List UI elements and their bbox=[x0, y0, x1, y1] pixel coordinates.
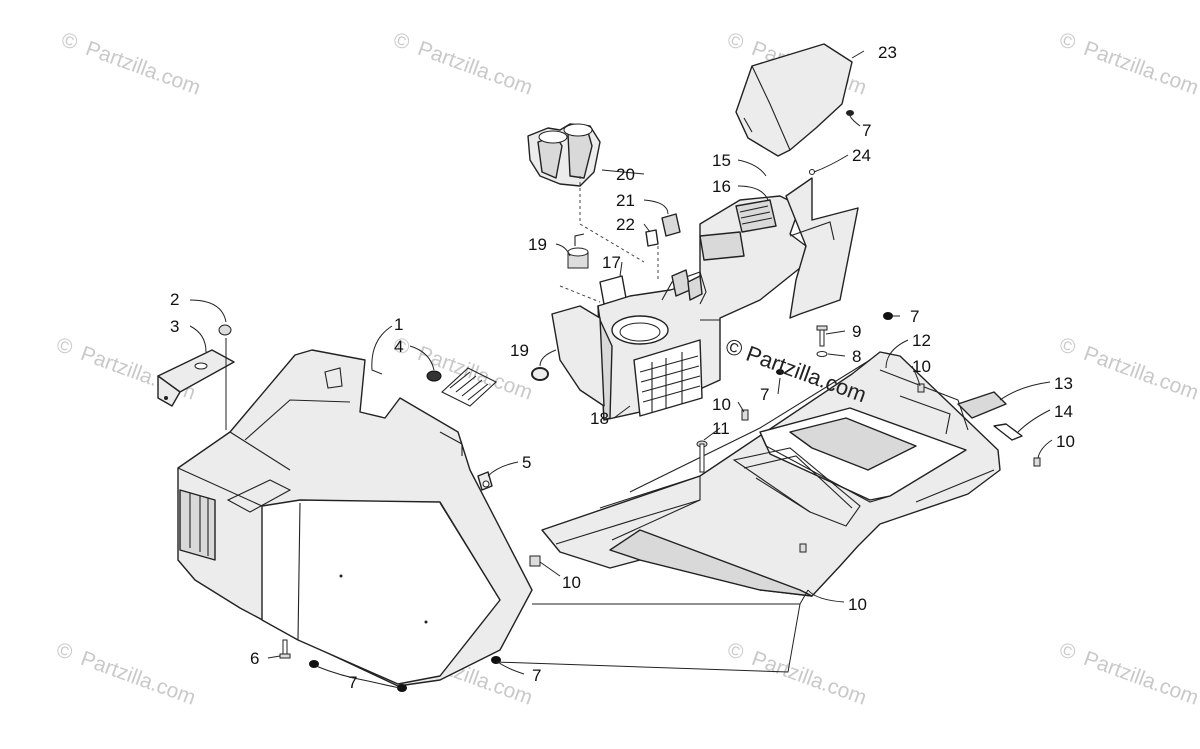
callout-17: 17 bbox=[602, 253, 621, 272]
part-switch-21 bbox=[661, 213, 681, 237]
callout-labels: 1 2 3 4 5 6 7 7 7 7 7 7 8 9 10 10 10 10 … bbox=[170, 43, 1075, 692]
part-decal bbox=[441, 367, 497, 407]
copyright-symbol: © bbox=[724, 638, 747, 665]
watermark-item: © Partzilla.com bbox=[1056, 333, 1200, 405]
callout-12: 12 bbox=[912, 331, 931, 350]
part-screw-24 bbox=[809, 169, 815, 175]
callout-4: 4 bbox=[394, 337, 403, 356]
callout-21: 21 bbox=[616, 191, 635, 210]
callout-9: 9 bbox=[852, 322, 861, 341]
copyright-symbol: © bbox=[1056, 333, 1079, 360]
watermark-text: Partzilla.com bbox=[415, 37, 536, 100]
copyright-symbol: © bbox=[1056, 28, 1079, 55]
callout-10-d: 10 bbox=[1056, 432, 1075, 451]
watermark-item: © Partzilla.com bbox=[390, 28, 535, 100]
callout-6: 6 bbox=[250, 649, 259, 668]
callout-14: 14 bbox=[1054, 402, 1073, 421]
part-grommet bbox=[426, 370, 442, 382]
part-clip bbox=[477, 471, 493, 491]
part-bolt-6 bbox=[279, 639, 291, 659]
callout-1: 1 bbox=[394, 315, 403, 334]
callout-16: 16 bbox=[712, 177, 731, 196]
watermark-item: © Partzilla.com bbox=[1056, 638, 1200, 710]
part-center-console bbox=[597, 195, 807, 421]
part-switch-22 bbox=[645, 229, 659, 247]
watermark-text: Partzilla.com bbox=[78, 647, 199, 710]
center-watermark: © Partzilla.com bbox=[722, 333, 870, 407]
part-clip-group bbox=[529, 383, 1041, 567]
part-console-cover bbox=[735, 43, 853, 157]
callout-18: 18 bbox=[590, 409, 609, 428]
callout-7-a: 7 bbox=[348, 673, 357, 692]
watermark-text: Partzilla.com bbox=[749, 647, 870, 710]
copyright-symbol: © bbox=[53, 333, 76, 360]
callout-7-e: 7 bbox=[760, 385, 769, 404]
callout-24: 24 bbox=[852, 146, 871, 165]
watermark-item: © Partzilla.com bbox=[1056, 28, 1200, 100]
part-front-shroud bbox=[177, 349, 533, 687]
callout-10-e: 10 bbox=[848, 595, 867, 614]
callout-8: 8 bbox=[852, 347, 861, 366]
callout-5: 5 bbox=[522, 453, 531, 472]
callout-20: 20 bbox=[616, 165, 635, 184]
copyright-symbol: © bbox=[1056, 638, 1079, 665]
callout-11: 11 bbox=[712, 419, 730, 438]
callout-22: 22 bbox=[616, 215, 635, 234]
watermark-item: © Partzilla.com bbox=[58, 28, 203, 100]
watermark-text: Partzilla.com bbox=[1081, 37, 1200, 100]
watermark-text: Partzilla.com bbox=[1081, 647, 1200, 710]
callout-19-b: 19 bbox=[510, 341, 529, 360]
part-console-left-panel bbox=[551, 305, 605, 407]
watermark-text: Partzilla.com bbox=[1081, 342, 1200, 405]
watermark-item: © Partzilla.com bbox=[53, 638, 198, 710]
part-bolt-9 bbox=[816, 325, 828, 347]
part-strap-14 bbox=[993, 423, 1023, 441]
part-floor-pan bbox=[541, 351, 1001, 597]
callout-15: 15 bbox=[712, 151, 731, 170]
part-power-socket bbox=[567, 233, 589, 269]
copyright-symbol: © bbox=[53, 638, 76, 665]
part-mat-13 bbox=[957, 391, 1007, 419]
callout-7-c: 7 bbox=[862, 121, 871, 140]
copyright-symbol: © bbox=[724, 28, 747, 55]
part-bolt-11 bbox=[696, 440, 708, 473]
copyright-symbol: © bbox=[722, 333, 746, 362]
callout-13: 13 bbox=[1054, 374, 1073, 393]
part-socket-grommet bbox=[531, 367, 549, 381]
copyright-symbol: © bbox=[390, 28, 413, 55]
callout-2: 2 bbox=[170, 290, 179, 309]
callout-19-a: 19 bbox=[528, 235, 547, 254]
callout-23: 23 bbox=[878, 43, 897, 62]
callout-7-b: 7 bbox=[532, 666, 541, 685]
callout-7-d: 7 bbox=[910, 307, 919, 326]
part-mounting-bracket bbox=[157, 349, 235, 407]
callout-10-a: 10 bbox=[562, 573, 581, 592]
part-rivet-group bbox=[309, 110, 893, 692]
copyright-symbol: © bbox=[58, 28, 81, 55]
callout-10-c: 10 bbox=[912, 357, 931, 376]
part-console-side-panel bbox=[785, 177, 859, 319]
part-plug bbox=[218, 324, 232, 336]
leader-lines bbox=[189, 50, 1053, 689]
watermark-item: © Partzilla.com bbox=[724, 638, 869, 710]
callout-10-b: 10 bbox=[712, 395, 731, 414]
callout-3: 3 bbox=[170, 317, 179, 336]
watermark-text: Partzilla.com bbox=[83, 37, 204, 100]
part-cup-holder bbox=[527, 123, 601, 187]
part-washer-8 bbox=[816, 351, 828, 357]
